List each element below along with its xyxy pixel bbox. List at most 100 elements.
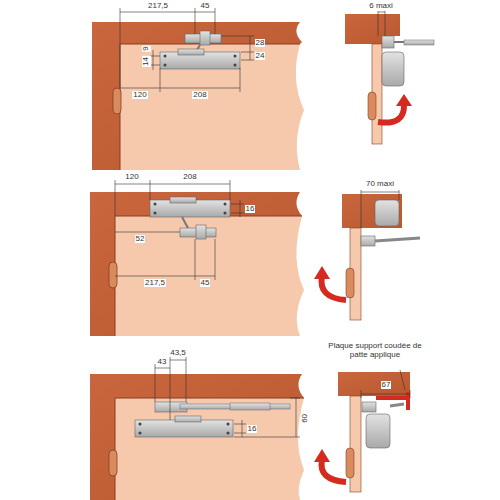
panel-three-section-part [400, 370, 405, 390]
panel-one-front-part [160, 68, 161, 92]
panel-one-front-part [178, 49, 204, 55]
panel-two-front-part [196, 225, 206, 239]
panel-one-front-part [150, 65, 160, 66]
panel-three-section [314, 370, 410, 492]
panel-two-section-part [375, 238, 420, 241]
panel-three-front-part [170, 356, 171, 420]
panel-two-section-part [314, 266, 330, 279]
panel-three-section-part [410, 390, 411, 398]
panel-three-front-part [296, 398, 297, 437]
panel-two-section [314, 190, 420, 320]
panel-two-front-part [115, 216, 302, 336]
panel-one-section-part [378, 12, 385, 13]
panel-three-section-part [366, 414, 390, 448]
panel-three-front-part [135, 420, 233, 437]
panel-one-front-part [120, 8, 121, 88]
panel-two-section-part [399, 190, 400, 200]
panel-one-section-part [396, 94, 412, 106]
panel-three-front-part [139, 423, 142, 426]
dimension-label: 43 [157, 358, 168, 367]
panel-two-front-part [215, 239, 216, 280]
panel-three-front-part [234, 424, 246, 425]
dimension-label: 70 maxi [365, 180, 395, 189]
panel-one-section-part [378, 104, 404, 123]
panel-three-section-part [322, 460, 347, 482]
panel-one-front-part [200, 31, 210, 45]
panel-three-section-part [338, 372, 410, 396]
dimension-label: 9 [142, 45, 151, 51]
panel-one-section-part [385, 10, 386, 36]
panel-one-front-part [250, 36, 251, 60]
panel-one-section-part [394, 41, 404, 43]
panel-three-section-part [362, 402, 376, 412]
dimension-label: 16 [247, 425, 258, 434]
panel-two-section-part [322, 276, 347, 300]
panel-two-front-part [115, 276, 215, 277]
panel-two-front-part [115, 184, 230, 185]
panel-two-front-part [224, 203, 227, 206]
panel-three-section-part [361, 390, 362, 398]
panel-two-section-part [361, 236, 375, 246]
panel-three-front-part [155, 368, 170, 369]
panel-three-front-part [230, 403, 270, 410]
dimension-label: 16 [245, 205, 256, 214]
panel-one-section-part [378, 10, 379, 36]
dimension-label: 24 [255, 52, 266, 61]
panel-two-front-part [230, 180, 231, 200]
panel-two-front-part [224, 212, 227, 215]
dimension-label: 43,5 [169, 349, 187, 358]
panel-two-section-part [361, 192, 399, 193]
panel-two-front-part [240, 200, 241, 217]
panel-two-front-part [195, 239, 196, 280]
panel-three-front-part [227, 423, 230, 426]
panel-one-front-part [153, 50, 154, 70]
dimension-label: 45 [200, 2, 211, 11]
panel-two-front-part [154, 212, 157, 215]
panel-one-front-part [120, 12, 215, 13]
dimension-label: 67 [381, 381, 392, 390]
panel-two-section-part [361, 190, 399, 228]
panel-three-front-part [234, 437, 300, 438]
dimension-label: 6 maxi [368, 2, 394, 11]
panel-three-section-part [361, 394, 410, 395]
panel-three-front-part [186, 356, 187, 402]
panel-three-front-part [109, 450, 117, 476]
dimension-label: 217,5 [144, 279, 166, 288]
panel-three-section-part [361, 370, 410, 398]
panel-three-front-part [180, 404, 290, 409]
panel-two-section-part [346, 268, 354, 298]
panel-three-front-part [170, 360, 186, 361]
panel-three-front-part [290, 398, 300, 399]
panel-three-front [90, 356, 304, 500]
panel-one-front-part [241, 60, 254, 61]
panel-two-front-part [109, 262, 117, 288]
panel-two-front-part [115, 180, 244, 280]
panel-one-section-part [382, 36, 394, 48]
dimension-label: 52 [135, 235, 146, 244]
panel-one-front-part [240, 68, 241, 92]
panel-one-front-part [234, 55, 237, 58]
dimension-label: 45 [200, 279, 211, 288]
dimension-label: 120 [124, 173, 139, 182]
panel-two-section-part [361, 190, 362, 228]
panel-two-front-part [115, 232, 180, 233]
panel-one-section-part [368, 92, 376, 120]
panel-three-front-part [234, 433, 246, 434]
panel-two-front-part [231, 204, 244, 205]
panel-three-section-part [346, 448, 354, 478]
panel-one-front-part [120, 44, 304, 170]
dimension-label: 60 [301, 413, 310, 424]
panel-two-front [90, 180, 304, 336]
panel-three-front-part [90, 374, 304, 500]
panel-one-section [345, 10, 434, 144]
panel-one-front-part [195, 8, 196, 34]
panel-two-section-part [342, 194, 402, 228]
panel-one-section-part [382, 52, 404, 86]
panel-three-front-part [115, 398, 304, 500]
panel-one-front-part [120, 8, 254, 92]
panel-one-front-part [222, 36, 254, 37]
panel-one-section-part [404, 40, 434, 45]
panel-two-front-part [115, 216, 304, 336]
